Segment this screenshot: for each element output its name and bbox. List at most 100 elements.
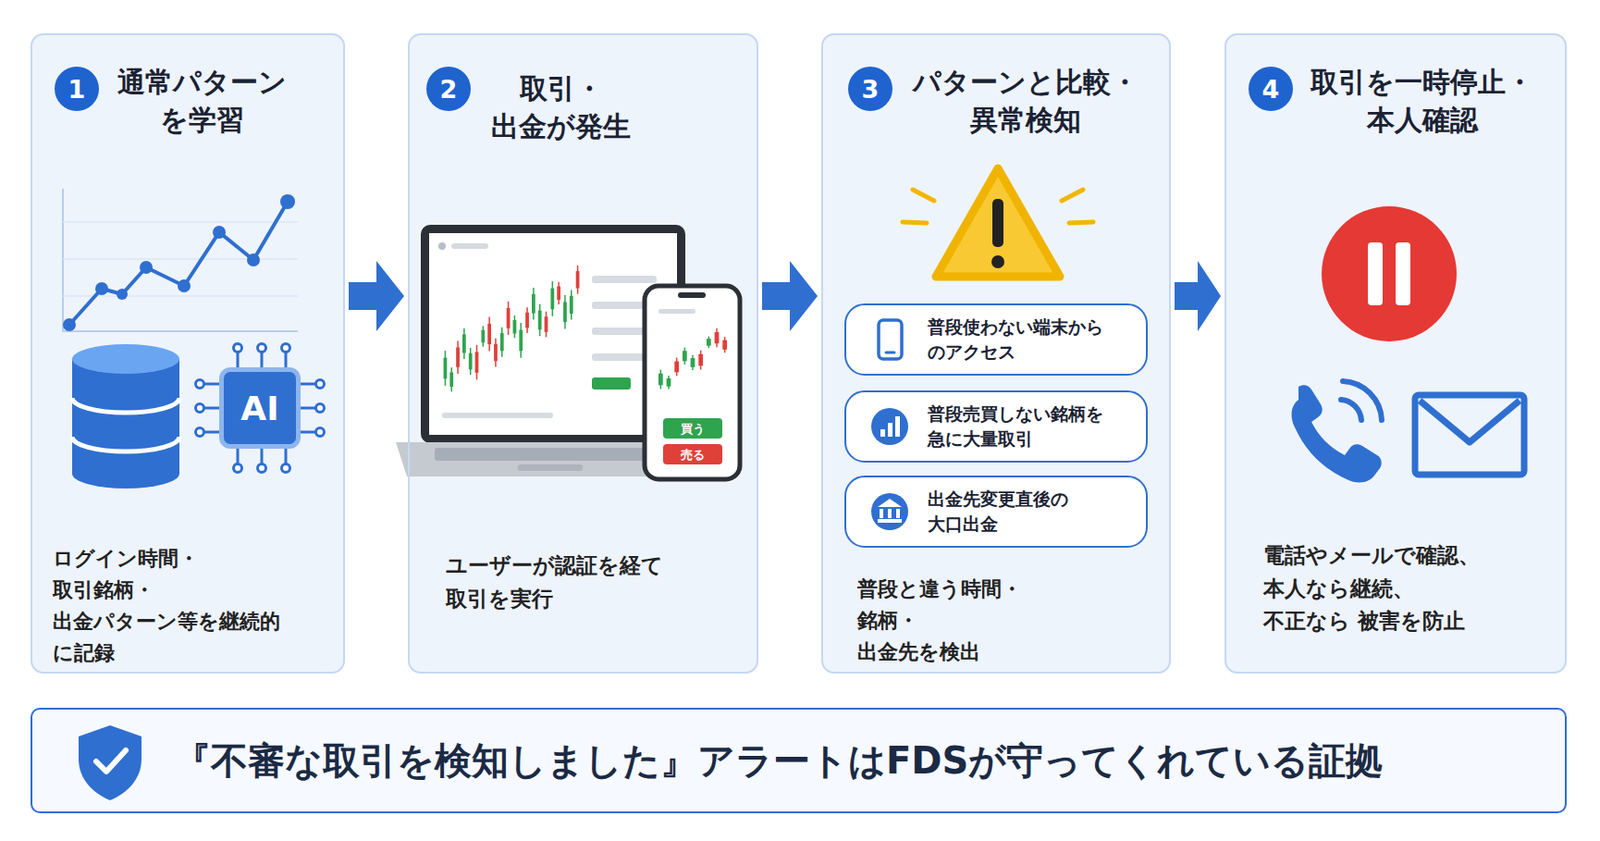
candle-body [443, 357, 448, 380]
candle-body [449, 371, 454, 387]
line-chart [116, 288, 128, 300]
candle-body [462, 333, 467, 353]
laptop [442, 275, 657, 419]
sell-button: 売る [663, 443, 723, 465]
chip-pins [316, 380, 325, 389]
line-chart [95, 282, 109, 296]
summary-text: 『不審な取引を検知しました』アラートはFDSが守ってくれている証拠 [173, 735, 1383, 787]
candle-body [690, 357, 696, 368]
chip-pins [316, 404, 325, 413]
candle-body [518, 330, 523, 352]
panel-fill [407, 33, 759, 674]
candle-body [666, 378, 672, 387]
line-chart [62, 318, 76, 332]
smartphone [644, 285, 740, 480]
panel-fill [1224, 33, 1567, 674]
candle-body [722, 340, 727, 350]
line-chart [69, 201, 288, 325]
laptop [591, 275, 657, 284]
chip-pins [258, 344, 267, 353]
bubble-fill [844, 303, 1148, 376]
laptop [438, 242, 446, 250]
warning-icon [902, 168, 1094, 277]
chip-pins [282, 344, 291, 353]
step-description: ユーザーが認証を経て 取引を実行 [445, 549, 664, 616]
chip-pins [196, 404, 205, 413]
candle-body [706, 338, 712, 345]
smartphone [644, 285, 740, 480]
chip-label: AI [240, 389, 279, 428]
anomaly-callout: 普段売買しない銘柄を 急に大量取引 [844, 390, 1148, 463]
step-number: 4 [1248, 66, 1293, 111]
candle-body [714, 332, 720, 344]
candle-body [493, 344, 498, 361]
mail-icon [1415, 394, 1525, 475]
pause-icon [1321, 206, 1457, 342]
step-panel: 取引・出金が発生ユーザーが認証を経て 取引を実行買う売る2 [407, 33, 759, 674]
database-icon [72, 458, 180, 489]
callout-text: 普段使わない端末から のアクセス [927, 314, 1104, 364]
chip-pins [233, 464, 243, 473]
candle-body [674, 361, 679, 373]
chart-icon [871, 407, 909, 445]
candle-body [487, 323, 492, 345]
candle-body [480, 330, 485, 343]
candle-body [531, 294, 536, 314]
candle-body [698, 354, 703, 366]
candle-body [538, 310, 542, 331]
step-title: 取引・出金が発生 [491, 69, 631, 147]
phone-icon [1341, 381, 1382, 420]
laptop [591, 377, 631, 390]
pause-icon [1321, 206, 1457, 342]
anomaly-callout: 出金先変更直後の 大口出金 [844, 475, 1148, 548]
step-description: ログイン時間・取引銘柄・ 出金パターン等を継続的 に記録 [52, 542, 281, 669]
chip-pins [196, 380, 205, 389]
step-number: 3 [848, 66, 893, 111]
phone-icon [1292, 384, 1382, 482]
bank-icon [877, 498, 902, 507]
bank-icon [877, 518, 902, 523]
chip-pins [196, 344, 325, 473]
device-icon [886, 351, 895, 355]
device-icon [878, 320, 902, 359]
step-panel: 通常パターン を学習ログイン時間・取引銘柄・ 出金パターン等を継続的 に記録 AI… [30, 33, 345, 674]
line-chart [212, 225, 226, 239]
mail-icon [1415, 394, 1525, 475]
bubble-fill [844, 390, 1148, 463]
step-number: 1 [54, 66, 99, 111]
chip-pins [203, 351, 317, 465]
bank-icon [879, 508, 884, 518]
chip-pins [282, 464, 291, 473]
bubble-fill [844, 303, 1148, 548]
panel-fill [30, 707, 1567, 813]
laptop [434, 447, 666, 461]
flow-arrow [1174, 260, 1221, 332]
shield-icon [78, 725, 142, 800]
panel-fill [30, 33, 1567, 813]
laptop [517, 464, 583, 471]
chart-icon [880, 429, 886, 437]
shield-icon [96, 750, 126, 772]
candle-body [455, 347, 460, 368]
candle-body [576, 270, 580, 288]
candle-body [550, 288, 554, 310]
line-chart [177, 279, 191, 293]
step-title: 通常パターン を学習 [117, 62, 287, 140]
candle-body [544, 316, 549, 333]
smartphone [677, 292, 706, 298]
candlesticks [443, 265, 580, 392]
step-number: 2 [426, 66, 471, 111]
candle-body [500, 332, 505, 351]
candle-body [525, 312, 530, 329]
anomaly-callout: 普段使わない端末から のアクセス [844, 303, 1148, 376]
line-chart [62, 188, 298, 332]
bank-icon [871, 492, 909, 530]
chip-pins [258, 464, 267, 473]
line-chart [62, 194, 296, 332]
chart-icon [871, 407, 909, 445]
warning-icon [992, 198, 1004, 247]
warning-icon [935, 168, 1060, 277]
candle-body [658, 373, 664, 386]
